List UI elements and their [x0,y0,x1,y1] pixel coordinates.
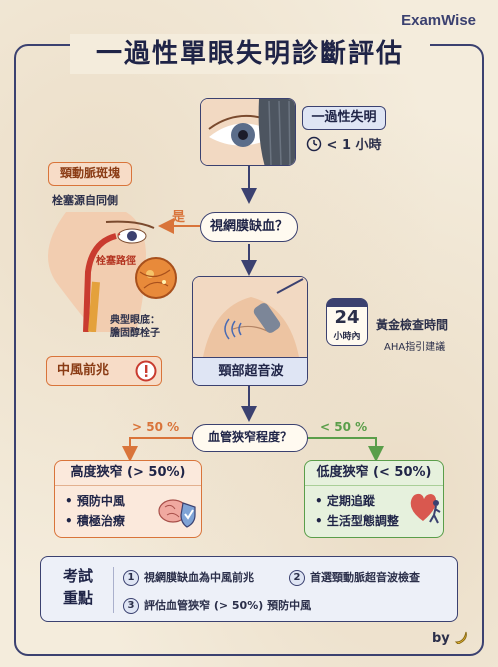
embolus-path-label: 栓塞路徑 [96,256,136,267]
plaque-tag: 頸動脈斑塊 [48,162,132,186]
calendar-icon: 24 小時內 [326,298,368,346]
key-point-2: 2 首選頸動脈超音波檢查 [289,569,420,586]
key-points-heading-line2: 重點 [62,589,93,607]
question-2-label: 血管狹窄程度？ [207,430,292,444]
key-point-1-text: 視網膜缺血為中風前兆 [144,571,254,584]
alert-icon [135,360,157,382]
clock-icon [306,136,322,152]
byline: by [432,630,468,646]
key-point-3-text: 評估血管狹窄 (> 50%) 預防中風 [144,599,312,612]
eye-illustration [200,98,296,166]
carotid-anatomy-illustration [48,212,177,332]
fundus-note-title: 典型眼底： [110,315,160,326]
key-points-divider [113,567,114,613]
ultrasound-label: 頸部超音波 [218,364,284,379]
low-stenosis-box: 低度狹窄 (< 50%) • 定期追蹤 • 生活型態調整 [304,460,444,538]
threshold-low-label: < 50 % [320,420,368,434]
arrow-high-stenosis [122,437,192,462]
symptom-tag: 一過性失明 [302,106,386,130]
key-points-heading-line1: 考試 [62,567,93,585]
calendar-top [327,299,367,307]
ultrasound-probe-icon [193,277,307,357]
byline-text: by [432,631,450,646]
key-point-3: 3 評估血管狹窄 (> 50%) 預防中風 [123,597,311,614]
question-stenosis: 血管狹窄程度？ [192,424,308,452]
key-point-2-text: 首選頸動脈超音波檢查 [310,571,420,584]
brain-shield-icon [158,499,196,528]
duration-label: < 1 小時 [326,138,382,153]
key-point-3-number: 3 [123,598,139,614]
brand-logo: ExamWise [401,12,476,29]
question-retinal-ischemia: 視網膜缺血？ [200,212,298,242]
arrow-low-stenosis [306,437,384,462]
ultrasound-label-bar: 頸部超音波 [193,357,307,385]
fundus-note-body: 膽固醇栓子 [110,328,160,339]
high-stenosis-item-1: • 預防中風 [65,494,125,508]
high-stenosis-item-2: • 積極治療 [65,514,125,528]
low-stenosis-title: 低度狹窄 (< 50%) [305,461,443,486]
plaque-subtitle: 栓塞源自同側 [52,194,118,207]
calendar-number: 24 [334,307,360,328]
yes-label: 是 [172,210,186,225]
key-points-heading: 考試 重點 [51,565,105,609]
high-stenosis-title: 高度狹窄 (> 50%) [55,461,201,486]
heart-runner-icon [410,493,441,524]
banana-icon [455,631,468,644]
golden-time-source: AHA指引建議 [384,342,446,353]
duration-row: < 1 小時 [306,134,382,153]
calendar-unit: 小時內 [333,332,361,342]
plaque-label: 頸動脈斑塊 [59,166,120,180]
low-stenosis-item-2: • 生活型態調整 [315,514,399,528]
question-1-label: 視網膜缺血？ [209,219,288,234]
title-wrap: 一過性單眼失明診斷評估 [70,34,430,74]
threshold-high-label: > 50 % [132,420,180,434]
eye-icon [201,99,295,165]
key-points-box: 考試 重點 1 視網膜缺血為中風前兆 2 首選頸動脈超音波檢查 3 評估血管狹窄 (>… [40,556,458,622]
key-point-2-number: 2 [289,570,305,586]
ultrasound-box: 頸部超音波 [192,276,308,386]
fundus-note: 典型眼底： 膽固醇栓子 [110,314,160,340]
stroke-warning-label: 中風前兆 [57,363,110,378]
page-title: 一過性單眼失明診斷評估 [95,39,404,69]
key-point-1-number: 1 [123,570,139,586]
symptom-label: 一過性失明 [311,110,377,125]
stroke-warning-tag: 中風前兆 [46,356,162,386]
low-stenosis-item-1: • 定期追蹤 [315,494,375,508]
golden-time-title: 黃金檢查時間 [376,318,449,332]
high-stenosis-box: 高度狹窄 (> 50%) • 預防中風 • 積極治療 [54,460,202,538]
key-point-1: 1 視網膜缺血為中風前兆 [123,569,254,586]
